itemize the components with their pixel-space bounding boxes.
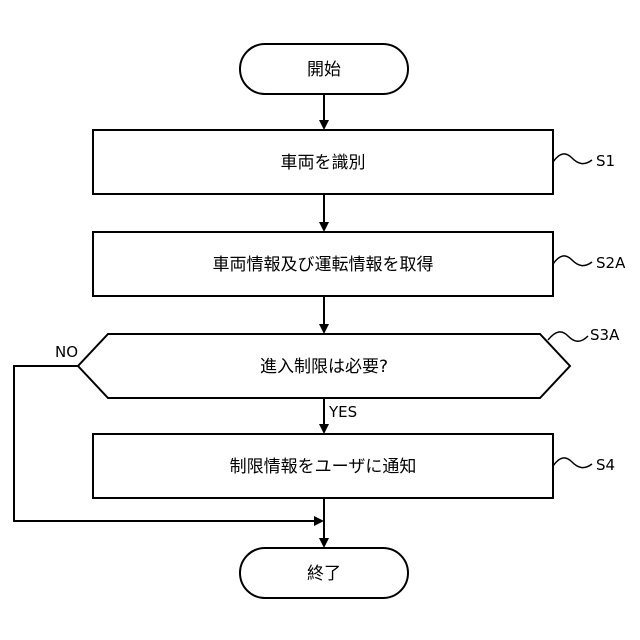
end-label: 終了 bbox=[307, 564, 341, 584]
arrow-s1-to-s2a bbox=[319, 194, 329, 232]
arrow-s4-to-end bbox=[319, 498, 329, 548]
ref-s4-leader bbox=[553, 458, 592, 468]
branch-no-label: NO bbox=[55, 343, 78, 361]
ref-s1: S1 bbox=[596, 152, 615, 170]
ref-s2a: S2A bbox=[596, 254, 626, 272]
arrow-start-to-s1 bbox=[319, 94, 329, 130]
arrow-s2a-to-s3a bbox=[319, 296, 329, 334]
arrow-s3a-to-s4 bbox=[319, 398, 329, 434]
process-s2a-label: 車両情報及び運転情報を取得 bbox=[213, 255, 434, 275]
process-s1-label: 車両を識別 bbox=[281, 153, 366, 173]
ref-s4: S4 bbox=[596, 456, 615, 474]
decision-s3a-label: 進入制限は必要? bbox=[260, 357, 388, 377]
process-s4-label: 制限情報をユーザに通知 bbox=[230, 457, 417, 477]
ref-s1-leader bbox=[553, 154, 592, 164]
ref-s2a-leader bbox=[553, 256, 592, 266]
ref-s3a-leader bbox=[548, 332, 588, 341]
start-label: 開始 bbox=[307, 60, 341, 80]
ref-s3a: S3A bbox=[590, 326, 620, 344]
branch-yes-label: YES bbox=[328, 403, 357, 421]
